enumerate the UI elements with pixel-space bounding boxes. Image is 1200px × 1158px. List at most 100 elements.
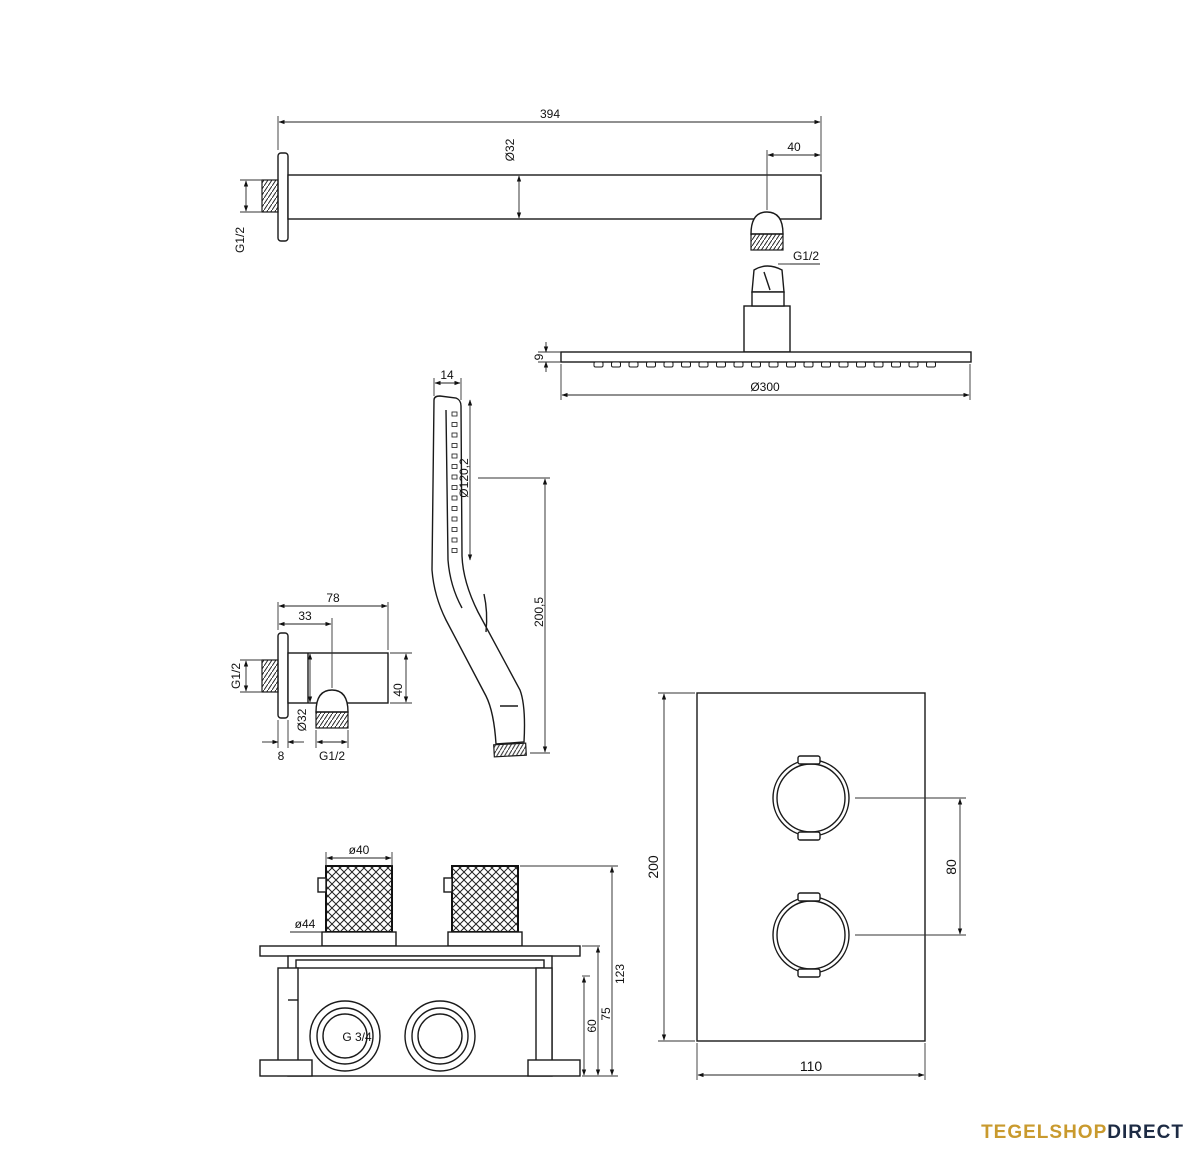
hand-nozzle	[451, 495, 458, 501]
dim-plate-height: 200	[645, 855, 661, 879]
dim-arm-wall-thread: G1/2	[233, 227, 247, 253]
arm-tube	[287, 174, 822, 220]
nozzle	[611, 361, 621, 368]
dim-outlet-flange: 8	[278, 749, 285, 763]
hand-nozzle	[451, 527, 458, 532]
nozzle	[908, 361, 919, 368]
head-ball-joint	[751, 265, 785, 293]
outlet-wall-flange	[277, 632, 289, 719]
hand-nozzle	[451, 432, 458, 438]
dim-outlet-height: 40	[391, 683, 405, 697]
dim-knob-spacing: 80	[943, 859, 959, 875]
nozzle	[698, 361, 709, 368]
concealed-box: G 3/4	[259, 865, 581, 1077]
arm-head-thread	[750, 233, 784, 251]
arm-swivel-joint	[750, 211, 784, 235]
dim-arm-length: 394	[540, 107, 560, 121]
nozzle	[628, 361, 639, 368]
knob-bottom	[772, 892, 850, 978]
hand-nozzle	[451, 453, 458, 459]
thermostat-plate	[696, 692, 926, 1042]
nozzle	[663, 361, 674, 368]
knob-left	[325, 865, 393, 933]
knob-right-button	[443, 877, 453, 893]
head-nozzles	[593, 361, 936, 368]
nozzle	[856, 361, 866, 368]
dim-head-thread: G1/2	[793, 249, 819, 263]
nozzle	[593, 361, 604, 368]
outlet-connector	[315, 689, 349, 713]
dim-knob-diameter: ø40	[349, 843, 370, 857]
wall-outlet	[261, 632, 389, 729]
dim-box-height-total: 123	[613, 964, 627, 984]
rosette-left	[321, 931, 397, 947]
shower-arm	[261, 152, 822, 251]
rain-shower-head	[560, 265, 972, 368]
inlet-left-outer	[309, 1000, 381, 1072]
nozzle	[821, 361, 831, 368]
box-foot-left	[259, 1059, 313, 1077]
dim-hand-length: 200,5	[532, 597, 546, 627]
hand-nozzle	[451, 516, 458, 522]
nozzle	[873, 361, 884, 368]
head-plate	[560, 351, 972, 363]
hand-nozzle	[451, 474, 458, 480]
head-stem-neck	[751, 291, 785, 307]
brand-logo-part2: DIRECT	[1107, 1122, 1184, 1143]
inlet-right-outer	[404, 1000, 476, 1072]
dim-outlet-wall-thread: G1/2	[229, 663, 243, 689]
nozzle	[733, 361, 744, 368]
dim-outlet-length: 78	[326, 591, 340, 605]
box-cover-plate	[259, 945, 581, 957]
dim-hand-head-diameter: Ø120,2	[457, 458, 471, 498]
hand-nozzle	[451, 485, 458, 490]
dim-outlet-thread: G1/2	[319, 749, 345, 763]
nozzle	[751, 361, 761, 368]
dim-box-height-mid: 75	[599, 1007, 613, 1021]
hand-nozzle	[451, 548, 458, 553]
dim-rosette-diameter: ø44	[295, 917, 316, 931]
dim-plate-width: 110	[800, 1058, 823, 1074]
arm-wall-thread	[261, 179, 279, 213]
nozzle	[786, 361, 796, 368]
brand-logo-part1: TEGELSHOP	[981, 1122, 1108, 1143]
dim-outlet-diameter: Ø32	[295, 708, 309, 731]
knob-right	[451, 865, 519, 933]
dim-hand-width: 14	[440, 368, 454, 382]
dim-arm-end-offset: 40	[787, 140, 801, 154]
arm-wall-flange	[277, 152, 289, 242]
nozzle	[926, 361, 936, 368]
dim-head-diameter: Ø300	[750, 380, 780, 394]
knob-left-button	[317, 877, 327, 893]
hand-shower-body	[431, 395, 526, 745]
head-stem	[743, 305, 791, 353]
nozzle	[681, 361, 691, 368]
nozzle	[803, 361, 814, 368]
nozzle	[768, 361, 779, 368]
outlet-thread	[315, 711, 349, 729]
rosette-right	[447, 931, 523, 947]
dim-box-height-low: 60	[585, 1019, 599, 1033]
dim-head-thickness: 9	[532, 353, 546, 360]
hand-nozzle	[451, 537, 458, 543]
box-thread-label: G 3/4	[342, 1030, 372, 1044]
dim-outlet-offset: 33	[298, 609, 312, 623]
hand-shower-thread	[493, 742, 527, 758]
dim-arm-diameter: Ø32	[503, 138, 517, 161]
brand-logo: TEGELSHOPDIRECT	[981, 1122, 1184, 1144]
hand-nozzle	[451, 464, 458, 469]
nozzle	[646, 361, 656, 368]
outlet-wall-thread	[261, 659, 279, 693]
hand-nozzle	[451, 422, 458, 427]
hand-nozzle	[451, 443, 458, 448]
hand-nozzle	[451, 411, 458, 417]
hand-nozzle	[451, 506, 458, 511]
hand-shower-face	[445, 409, 463, 609]
nozzle	[891, 361, 901, 368]
knob-top	[772, 755, 850, 841]
box-foot-right	[527, 1059, 581, 1077]
nozzle	[838, 361, 849, 368]
nozzle	[716, 361, 726, 368]
hand-shower-nozzles	[451, 411, 458, 553]
